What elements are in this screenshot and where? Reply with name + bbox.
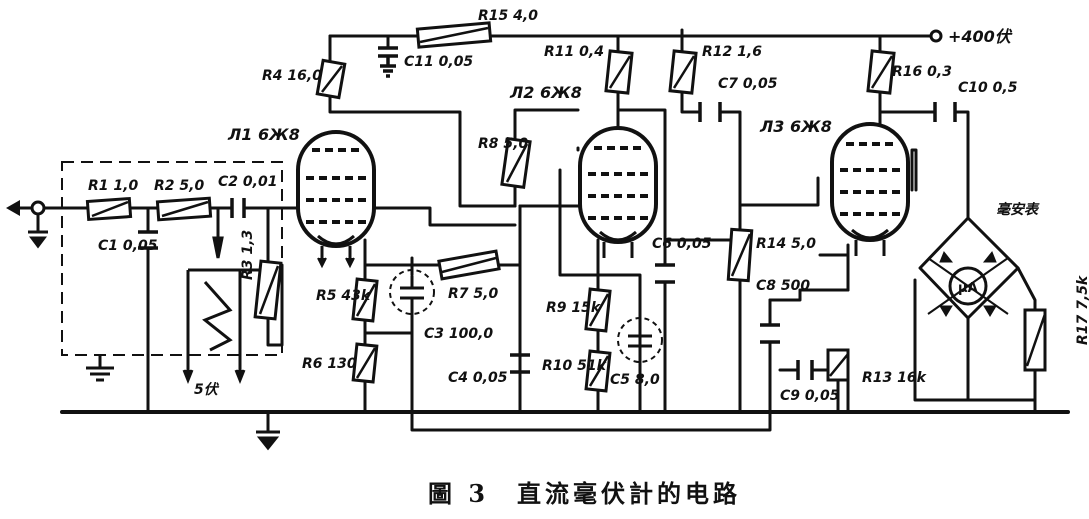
label-r15: R15 4,0: [478, 8, 538, 24]
label-r2: R2 5,0: [154, 178, 204, 194]
resistor-marks: [91, 26, 1047, 387]
label-r6: R6 130: [302, 356, 357, 372]
capacitor-c9: [796, 360, 814, 380]
capacitor-c8: [760, 323, 780, 344]
label-c4: C4 0,05: [448, 370, 508, 386]
label-r10: R10 51k: [542, 358, 608, 374]
capacitor-c10: [933, 102, 957, 122]
label-c1: C1 0,05: [98, 238, 158, 254]
capacitor-c2: [230, 198, 246, 218]
label-c8: C8 500: [756, 278, 810, 294]
heater-label: 5伏: [194, 381, 220, 398]
capacitor-c1: [138, 230, 158, 250]
tube-l3: [830, 122, 910, 256]
label-r1: R1 1,0: [88, 178, 138, 194]
label-c10: C10 0,5: [958, 80, 1018, 96]
label-c6: C6 0,05: [652, 236, 712, 252]
label-r7: R7 5,0: [448, 286, 498, 302]
supply-label: +400伏: [948, 27, 1013, 46]
capacitor-c3: [389, 269, 435, 315]
figure-caption: 圖 3 直流毫伏計的电路: [428, 479, 741, 508]
electrolytic-plates: [400, 276, 652, 358]
capacitor-c11: [378, 46, 398, 78]
label-r8: R8 5,0: [478, 136, 528, 152]
capacitor-c7: [698, 102, 722, 122]
label-c9: C9 0,05: [780, 388, 840, 404]
wiring: [18, 28, 1070, 432]
ground-symbols: [86, 355, 280, 451]
label-r17: R17 7,5k: [1075, 274, 1089, 345]
label-c2: C2 0,01: [218, 174, 277, 190]
tube-l3-label: Л3 6Ж8: [759, 117, 832, 136]
tubes: [296, 122, 910, 269]
label-c7: C7 0,05: [718, 76, 778, 92]
label-r12: R12 1,6: [702, 44, 762, 60]
tube-l1-label: Л1 6Ж8: [227, 125, 300, 144]
label-r5: R5 43k: [316, 288, 372, 304]
capacitor-c4: [510, 353, 530, 374]
label-r11: R11 0,4: [544, 44, 604, 60]
meter-bridge: [927, 251, 1009, 317]
capacitors: [138, 46, 957, 380]
label-r9: R9 15k: [546, 300, 602, 316]
label-r3: R3 1,3: [240, 230, 256, 280]
supply-terminal: [929, 29, 943, 43]
label-r14: R14 5,0: [756, 236, 816, 252]
capacitor-c5: [617, 317, 663, 363]
label-r13: R13 16k: [862, 370, 928, 386]
label-c3: C3 100,0: [424, 326, 493, 342]
electrolytic-capacitors: [389, 269, 663, 363]
input-terminal: [6, 200, 48, 249]
tube-l1: [296, 130, 376, 269]
label-c11: C11 0,05: [404, 54, 473, 70]
tube-l2-label: Л2 6Ж8: [509, 83, 582, 102]
capacitor-c6: [655, 263, 675, 284]
meter-symbol: μA: [958, 281, 978, 296]
tube-l2: [578, 126, 658, 258]
label-r16: R16 0,3: [892, 64, 952, 80]
label-c5: C5 8,0: [610, 372, 660, 388]
label-r4: R4 16,0: [262, 68, 322, 84]
meter-label: 毫安表: [996, 201, 1040, 218]
heater-winding: [182, 236, 260, 385]
